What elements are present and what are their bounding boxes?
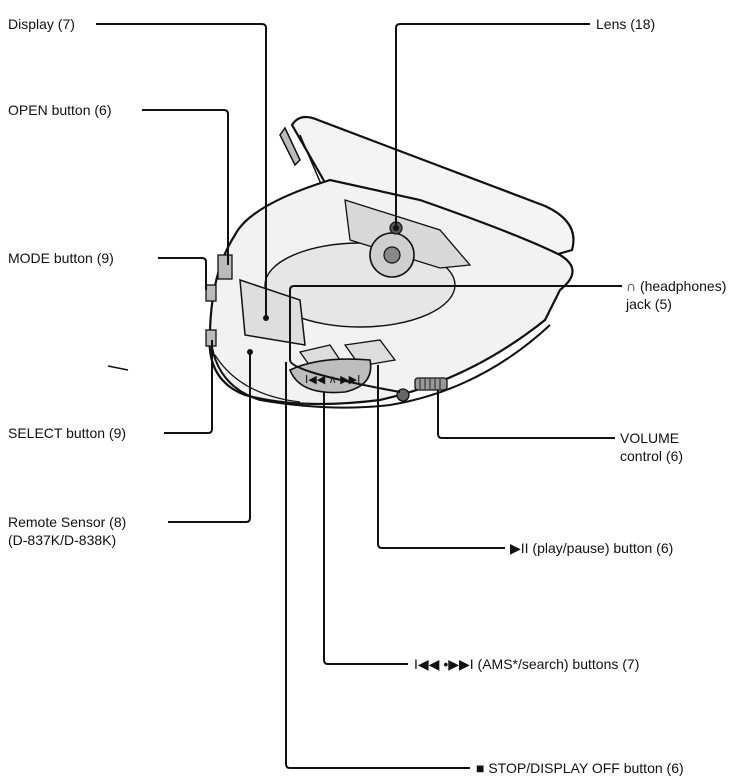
ams-glyphs: I◀◀ ∧ ▶▶I xyxy=(305,373,360,386)
label-volume-control: control (6) xyxy=(620,448,684,464)
ams-button-shape xyxy=(288,358,372,394)
label-play-pause: ▶II (play/pause) button (6) xyxy=(510,540,674,556)
label-select-button: SELECT button (9) xyxy=(8,425,127,441)
dot-display xyxy=(263,315,269,321)
volume-ridges xyxy=(419,379,441,389)
leader-ams xyxy=(323,392,408,665)
leader-display xyxy=(96,23,267,318)
leader-playpause xyxy=(377,365,505,549)
leader-mode xyxy=(158,257,207,290)
leader-volume xyxy=(437,390,615,439)
label-remote-sensor: Remote Sensor (8) xyxy=(8,514,127,530)
player-rim-2 xyxy=(214,354,301,403)
leader-open xyxy=(142,109,229,265)
label-stop-display-off: ■ STOP/DISPLAY OFF button (6) xyxy=(476,760,684,776)
label-display: Display (7) xyxy=(8,16,75,32)
leader-remote xyxy=(168,352,251,523)
label-open-button: OPEN button (6) xyxy=(8,102,112,118)
label-headphones: ∩ (headphones) xyxy=(626,278,727,294)
dot-lens xyxy=(393,225,399,231)
stray-mark xyxy=(107,365,129,371)
player-rim xyxy=(209,324,551,409)
volume-wheel-shape xyxy=(414,377,448,391)
leader-headphones xyxy=(289,285,622,393)
leader-select xyxy=(164,340,213,434)
label-lens: Lens (18) xyxy=(596,16,656,32)
display-window xyxy=(239,278,306,346)
lid-hinge xyxy=(279,126,301,167)
leader-stop xyxy=(285,362,470,769)
label-remote-sensor-models: (D-837K/D-838K) xyxy=(8,532,117,548)
label-ams-search: I◀◀ •▶▶I (AMS*/search) buttons (7) xyxy=(414,656,640,672)
player-lid xyxy=(290,115,575,267)
dot-remote xyxy=(247,349,253,355)
label-headphones-jack: jack (5) xyxy=(626,296,672,312)
spindle-center xyxy=(383,246,401,264)
label-mode-button: MODE button (9) xyxy=(8,250,114,266)
leader-lens xyxy=(395,23,590,228)
mode-button-shape xyxy=(205,284,217,302)
tray-panel xyxy=(344,199,472,269)
label-volume: VOLUME xyxy=(620,430,680,446)
